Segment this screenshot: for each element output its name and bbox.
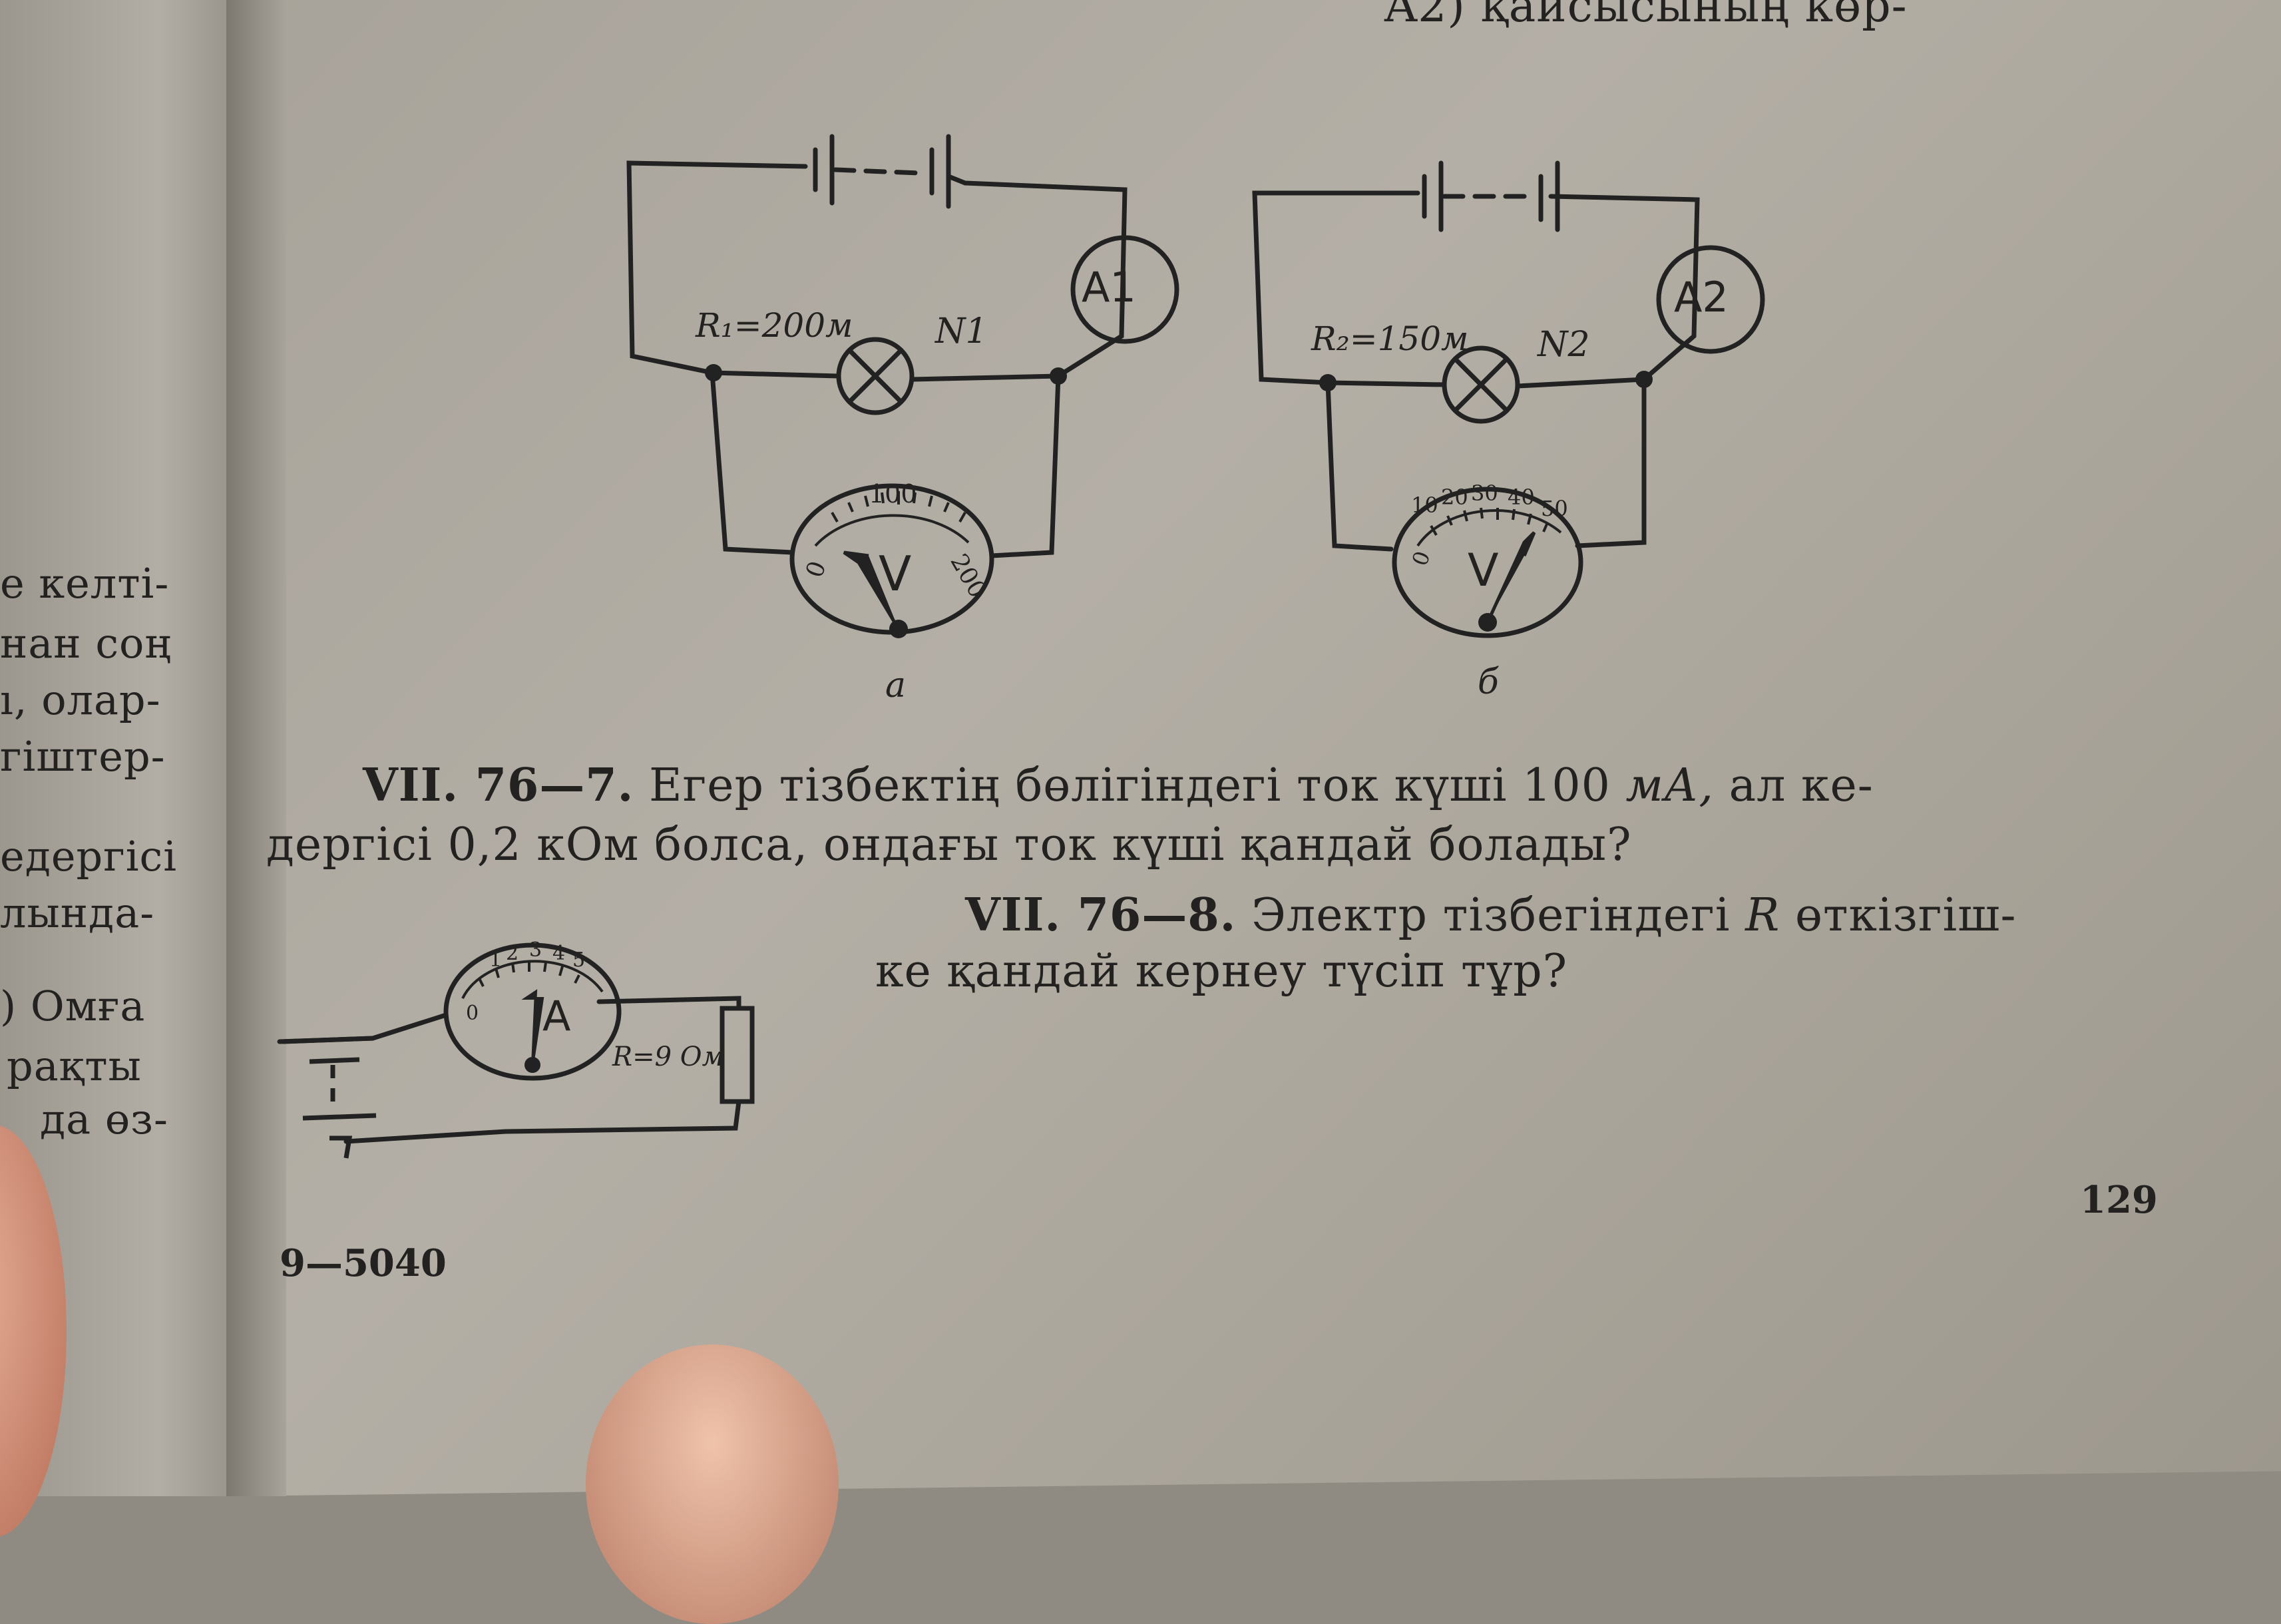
left-line-8: рақты	[7, 1042, 142, 1090]
fig-c-scale-2: 2	[506, 942, 519, 965]
problem-8-number: VII. 76—8.	[965, 889, 1237, 942]
fig-b-lamp-label: N2	[1538, 325, 1590, 365]
fig-b-resistor-label: R₂=150м	[1311, 319, 1469, 358]
signature-mark: 9—5040	[280, 1241, 447, 1285]
fig-c-scale-5: 5	[572, 948, 586, 972]
problem-7-line-1: VII. 76—7. Егер тізбектің бөлігіндегі то…	[363, 759, 1874, 812]
fig-a-scale-100: 100	[869, 479, 917, 508]
left-line-3: ı, олар-	[0, 676, 161, 724]
page-number: 129	[2080, 1178, 2158, 1222]
fig-c-resistor-label: R=9 Ом	[612, 1042, 724, 1072]
left-line-2: нан соң	[0, 619, 172, 668]
header-fragment: A2) қайсысының көр-	[1384, 0, 1908, 33]
book-gutter	[226, 0, 286, 1496]
left-line-5: едергісі	[0, 832, 178, 881]
fig-b-scale-10: 10	[1411, 493, 1438, 518]
fig-b-scale-30: 30	[1471, 481, 1498, 506]
fig-c-scale-4: 4	[552, 942, 566, 965]
problem-8-line-1: VII. 76—8. Электр тізбегіндегі R өткізгі…	[965, 889, 2016, 942]
fig-a-resistor-label: R₁=200м	[696, 306, 853, 345]
problem-8-var: R	[1745, 889, 1780, 942]
finger-bottom	[586, 1344, 839, 1624]
problem-7-text-1-end: ал ке-	[1729, 759, 1874, 812]
fig-a-voltmeter-symbol: V	[879, 546, 912, 602]
fig-a-lamp-label: N1	[935, 311, 988, 351]
left-line-7: ) Омға	[0, 982, 146, 1030]
problem-7-line-2: дергісі 0,2 кОм болса, ондағы ток күші қ…	[266, 819, 1632, 871]
fig-c-scale-3: 3	[529, 938, 542, 962]
fig-c-ammeter-symbol: A	[542, 992, 571, 1040]
left-line-9: да өз-	[40, 1095, 168, 1143]
left-line-1: е келті-	[0, 559, 170, 608]
fig-b-scale-20: 20	[1441, 485, 1468, 510]
problem-7-unit: мА,	[1625, 759, 1715, 812]
problem-7-number: VII. 76—7.	[363, 759, 634, 812]
fig-b-caption: б	[1478, 662, 1499, 702]
fig-a-caption: а	[885, 666, 907, 706]
problem-8-text-1: Электр тізбегіндегі	[1251, 889, 1731, 942]
problem-7-text-1: Егер тізбектің бөлігіндегі ток күші 100	[648, 759, 1611, 812]
fig-b-scale-50: 50	[1541, 496, 1568, 521]
fig-a-ammeter-label: A1	[1082, 263, 1136, 311]
problem-8-line-2: ке қандай кернеу түсіп тұр?	[875, 945, 1568, 998]
left-line-4: гіштер-	[0, 732, 166, 781]
problem-8-text-1-end: өткізгіш-	[1794, 889, 2017, 942]
fig-c-scale-1: 1	[489, 948, 503, 972]
fig-b-scale-40: 40	[1508, 485, 1535, 510]
fig-c-scale-0: 0	[466, 1002, 479, 1025]
fig-b-voltmeter-symbol: V	[1468, 544, 1499, 597]
fig-b-ammeter-label: A2	[1674, 273, 1729, 321]
left-line-6: лында-	[0, 889, 155, 937]
circuit-diagrams	[277, 134, 1765, 1159]
